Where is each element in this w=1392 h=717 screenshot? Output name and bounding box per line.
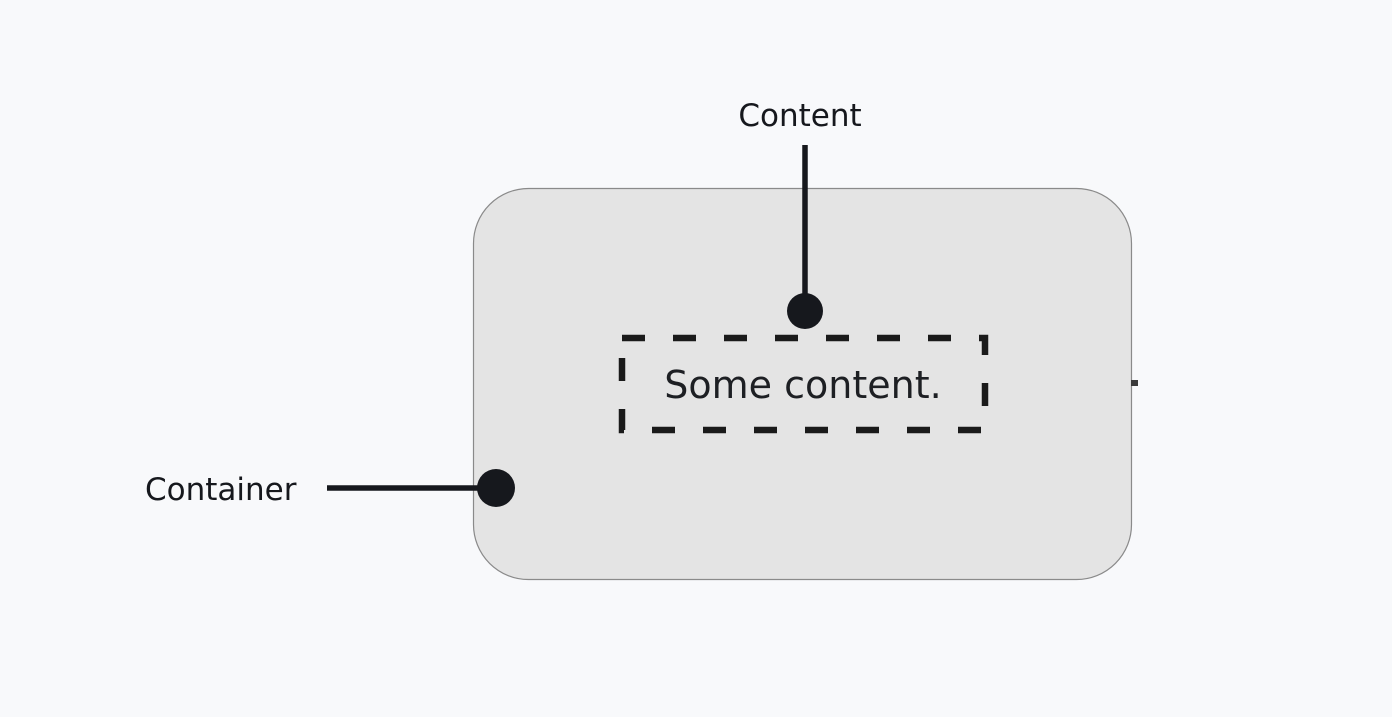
container-label: Container — [145, 472, 297, 508]
content-anchor-dot[interactable] — [787, 293, 823, 329]
content-box[interactable] — [618, 334, 989, 434]
content-text: Some content. — [664, 363, 941, 407]
content-label: Content — [738, 98, 861, 134]
container-anchor-dot[interactable] — [477, 469, 515, 507]
right-edge-marker-icon — [1131, 380, 1138, 386]
